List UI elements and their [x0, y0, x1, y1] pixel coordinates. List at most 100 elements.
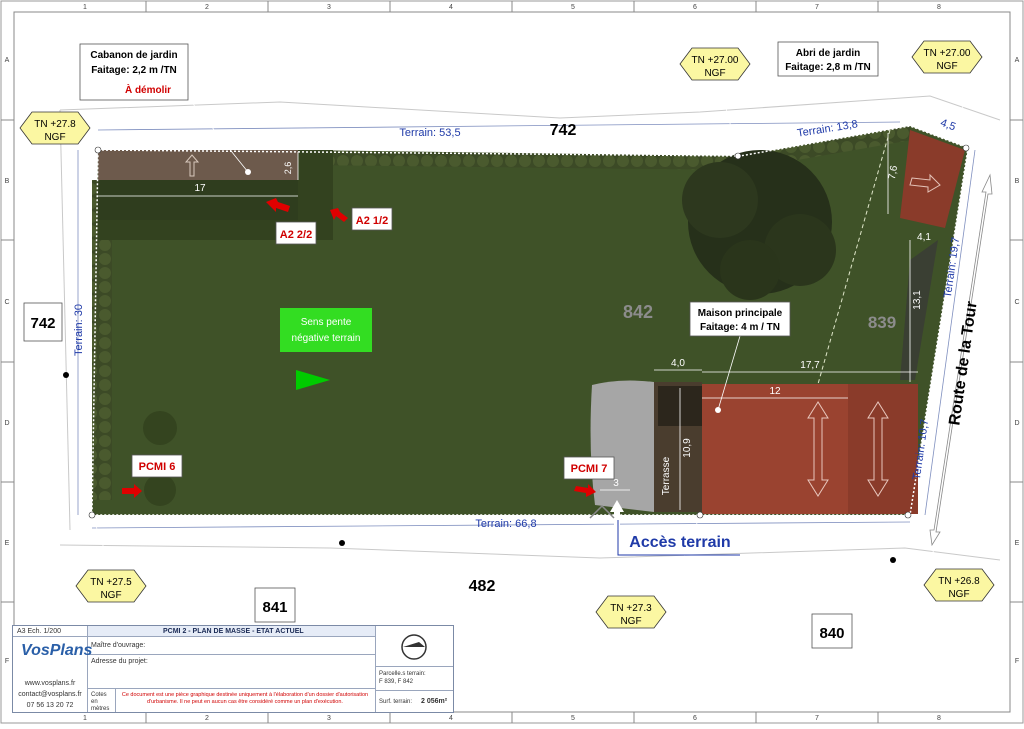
parcel-742-top: 742: [550, 122, 577, 139]
house-shadow-strip: [900, 240, 938, 380]
col-label: 4: [449, 715, 453, 722]
slope-arrow: [296, 370, 330, 390]
house-ridge: Faitage: 4 m / TN: [700, 322, 780, 333]
parcel-box-841: [254, 587, 296, 623]
col-label: 2: [205, 4, 209, 11]
access-arrow: [610, 500, 624, 525]
parcel-markers: [63, 372, 896, 563]
col-label: 5: [571, 4, 575, 11]
parcel-841: 841: [262, 599, 287, 616]
vertex-markers: [88, 144, 970, 519]
col-label: 4: [449, 4, 453, 11]
tag-arrows: [122, 198, 596, 498]
row-label: E: [1015, 540, 1020, 547]
tree-small: [143, 411, 177, 445]
dimension-lines: [77, 121, 976, 529]
dim-shelter-depth: 7,6: [887, 164, 900, 180]
slope-note-box: [280, 308, 372, 352]
row-label: E: [5, 540, 10, 547]
hedge-left: [92, 180, 112, 500]
disclaimer: Ce document est une pièce graphique dest…: [121, 692, 369, 705]
shed-note: À démolir: [125, 83, 171, 96]
dim-house-offset: 4,0: [671, 358, 685, 369]
level-bl-1: TN +27.5: [90, 577, 132, 588]
parcel-839: 839: [868, 313, 896, 332]
slope-note-line2: négative terrain: [292, 333, 361, 344]
grid-labels: 1 2 3 4 5 6 7 8 1 2 3 4 5 6 7 8 A B C D …: [4, 4, 1019, 722]
level-br-1: TN +26.8: [938, 576, 980, 587]
owner-label: Maître d'ouvrage:: [91, 642, 146, 649]
row-label: F: [5, 658, 9, 665]
level-badge-b: [595, 595, 667, 629]
level-b-2: NGF: [620, 616, 641, 627]
parcel-box-840: [811, 613, 853, 649]
tag-box: [351, 207, 393, 231]
road-direction-arrow: [929, 173, 993, 547]
terrain-corner: 4,5: [939, 117, 957, 134]
dim-shelter-offset: 4,1: [917, 232, 931, 243]
col-label: 7: [815, 715, 819, 722]
access-chevron: [589, 504, 615, 519]
parcels-value: F 839, F 842: [379, 679, 414, 685]
neighbour-boundary-left: [59, 109, 71, 531]
shed-slope-arrow: [184, 154, 200, 177]
terrain-left: Terrain: 30: [73, 304, 85, 356]
row-label: B: [1015, 178, 1020, 185]
roof-slope-arrow: [867, 401, 889, 497]
level-badge-t: [679, 47, 751, 81]
col-label: 5: [571, 715, 575, 722]
dim-house-length: 12: [769, 386, 781, 397]
tree-small: [144, 474, 176, 506]
dim-house-side: 13,1: [912, 290, 923, 310]
row-label: B: [5, 178, 10, 185]
col-label: 6: [693, 715, 697, 722]
dim-access: 3: [613, 478, 619, 489]
row-label: C: [1014, 299, 1019, 306]
brand-logo: VosPlans: [21, 642, 93, 659]
parcel-840: 840: [819, 625, 844, 642]
tag-box: [131, 454, 183, 478]
parcel-482: 482: [469, 578, 496, 595]
level-badge-br: [923, 568, 995, 602]
row-label: D: [4, 420, 9, 427]
shelter-label-box: [777, 41, 879, 77]
surface-value: 2 056m²: [421, 698, 448, 705]
tag-box: [275, 221, 317, 245]
shelter-name: Abri de jardin: [796, 48, 860, 59]
brand-website[interactable]: www.vosplans.fr: [24, 680, 76, 687]
level-badge-bl: [75, 569, 147, 603]
col-label: 6: [693, 4, 697, 11]
col-label: 7: [815, 4, 819, 11]
access-label: Accès terrain: [629, 534, 730, 551]
row-label: D: [1014, 420, 1019, 427]
level-tl-1: TN +27.8: [34, 119, 76, 130]
cartouche-scale: A3 Ech. 1/200: [17, 628, 61, 635]
tag-pcmi7: PCMI 7: [571, 463, 608, 475]
col-label: 2: [205, 715, 209, 722]
garden-shelter: [900, 130, 965, 228]
dim-shed-length: 17: [194, 183, 206, 194]
terrain-bottom: Terrain: 66,8: [475, 518, 536, 530]
main-house-wing: [848, 384, 918, 514]
col-label: 8: [937, 715, 941, 722]
level-tr-2: NGF: [936, 61, 957, 72]
brand-phone: 07 56 13 20 72: [26, 702, 74, 709]
col-label: 3: [327, 715, 331, 722]
surface-label: Surf. terrain:: [379, 699, 413, 705]
tag-a2-2: A2 2/2: [280, 229, 312, 241]
roof-slope-arrow: [807, 401, 829, 497]
tag-pcmi6: PCMI 6: [139, 461, 176, 473]
leader-lines: [59, 74, 967, 596]
dim-shed-depth: 2,6: [283, 162, 293, 175]
shelter-slope-arrow: [909, 173, 941, 193]
brand-email[interactable]: contact@vosplans.fr: [18, 691, 82, 698]
shed-label-box: [79, 43, 189, 101]
terrace-label: Terrasse: [661, 456, 672, 495]
setback-line: [817, 129, 891, 385]
garden-shed: [98, 150, 298, 180]
cartouche-title: PCMI 2 - PLAN DE MASSE - ETAT ACTUEL: [163, 628, 304, 635]
level-t-1: TN +27.00: [692, 55, 739, 66]
level-t-2: NGF: [704, 68, 725, 79]
